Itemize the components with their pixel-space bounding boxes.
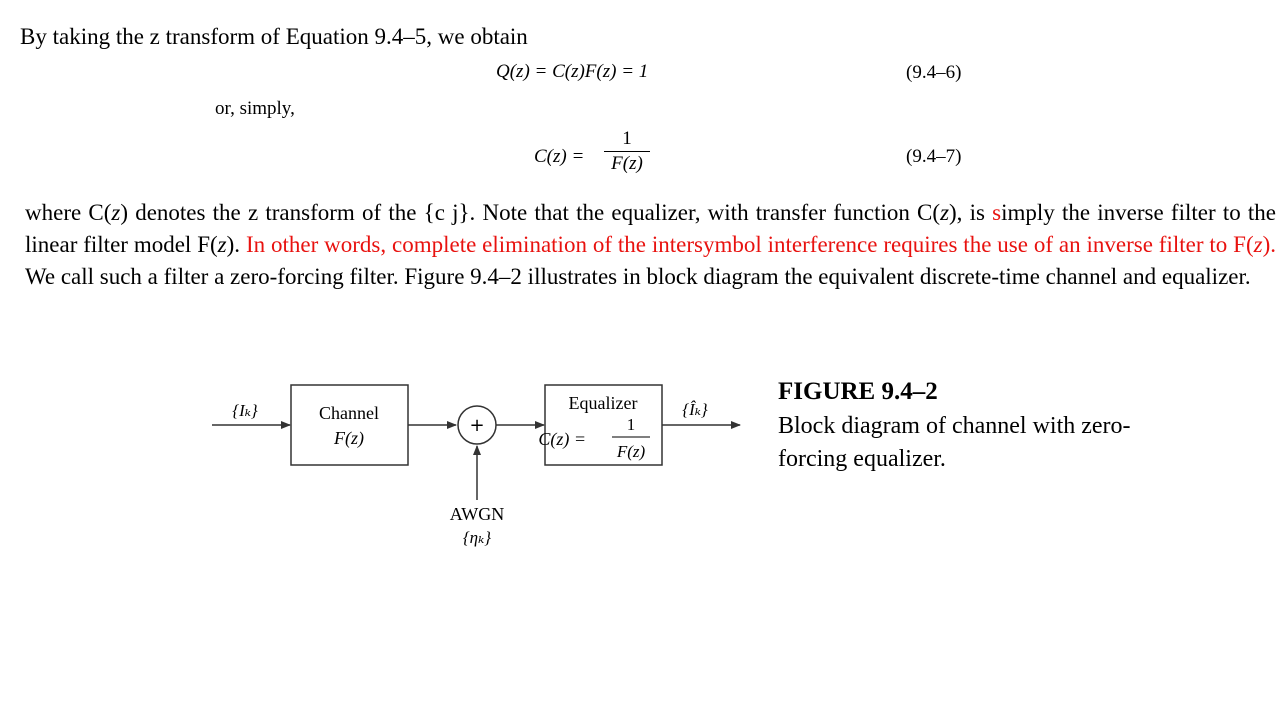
- body-paragraph: where C(z) denotes the z transform of th…: [25, 197, 1276, 293]
- channel-title: Channel: [319, 403, 379, 423]
- para-part-5: ).: [226, 232, 246, 257]
- equalizer-title: Equalizer: [569, 393, 638, 413]
- equation-number-9-4-6: (9.4–6): [906, 62, 962, 83]
- para-highlight-z: z: [1253, 232, 1263, 257]
- para-z-3: z: [217, 232, 227, 257]
- para-part-3: ), is: [949, 200, 993, 225]
- equation-9-4-7-lhs: C(z) =: [534, 146, 585, 167]
- block-diagram: {Iₖ} Channel F(z) + AWGN {ηₖ} Equalizer …: [212, 384, 741, 547]
- noise-symbol: {ηₖ}: [463, 528, 491, 547]
- equalizer-lhs: C(z) =: [538, 429, 586, 450]
- equation-9-4-6: Q(z) = C(z)F(z) = 1: [496, 61, 649, 82]
- output-label: {Îₖ}: [682, 400, 708, 419]
- para-part-1: where C(: [25, 200, 112, 225]
- para-part-4: imply the inverse filter to the linear f…: [25, 200, 1277, 257]
- para-highlight-b: ).: [1262, 232, 1276, 257]
- intro-sentence: By taking the z transform of Equation 9.…: [20, 24, 528, 49]
- equalizer-numerator: 1: [627, 415, 636, 434]
- para-highlight-a: In other words, complete elimination of …: [245, 232, 1254, 257]
- para-z-2: z: [940, 200, 950, 225]
- equation-9-4-7-fraction: 1 F(z): [604, 128, 650, 176]
- channel-block: [290, 384, 409, 466]
- para-z-1: z: [111, 200, 121, 225]
- para-part-2: ) denotes the z transform of the {c j}. …: [120, 200, 941, 225]
- para-part-6: We call such a filter a zero-forcing fil…: [25, 264, 1251, 289]
- noise-label: AWGN: [450, 504, 505, 524]
- equation-9-4-7-numerator: 1: [604, 128, 650, 152]
- figure-title: FIGURE 9.4–2: [778, 378, 938, 405]
- equation-9-4-7-denominator: F(z): [611, 153, 643, 174]
- or-simply-text: or, simply,: [215, 98, 295, 119]
- equalizer-denominator: F(z): [616, 442, 646, 461]
- figure-caption: Block diagram of channel with zero-forci…: [778, 413, 1131, 472]
- input-label: {Iₖ}: [232, 401, 258, 420]
- channel-transfer-function: F(z): [333, 428, 364, 449]
- para-red-s: s: [992, 200, 1002, 225]
- equation-number-9-4-7: (9.4–7): [906, 146, 962, 167]
- adder-plus-icon: +: [469, 415, 484, 436]
